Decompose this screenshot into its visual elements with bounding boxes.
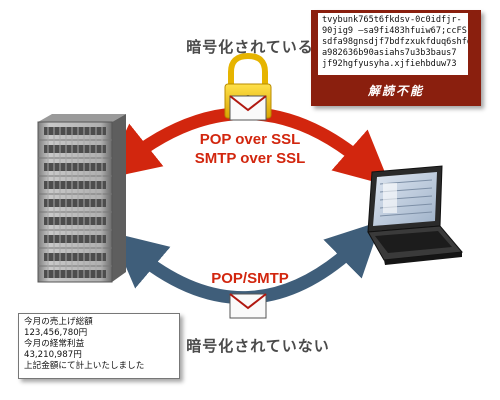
plaintext-line: 今月の経常利益 <box>24 339 85 349</box>
plaintext-line: 上記金額にて計上いたしました <box>24 361 145 371</box>
not-encrypted-label: 暗号化されていない <box>186 337 330 355</box>
plain-protocols-label: POP/SMTP <box>211 270 289 287</box>
plaintext-line: 123,456,780円 <box>24 328 88 338</box>
envelope-icon <box>229 293 267 319</box>
undecipherable-caption: 解読不能 <box>367 84 424 98</box>
secure-smtp-label: SMTP over SSL <box>194 150 306 167</box>
ciphertext-line: sdfa98gnsdjf7bdfzxukfduq6shfd <box>322 37 468 47</box>
ciphertext-line: jf92hgfyusyha.xjfiehbduw73 <box>322 59 457 69</box>
plain-connection-arrow <box>111 220 382 305</box>
server-rack-icon <box>37 114 126 283</box>
laptop-icon <box>367 165 463 265</box>
plaintext-panel <box>18 313 180 379</box>
ciphertext-line: tvybunk765t6fkdsv-0c0idfjr- <box>322 15 462 25</box>
envelope-icon <box>229 95 267 121</box>
ciphertext-line: 90jig9 –sa9fi483hfuiw67;ccFS <box>322 26 467 36</box>
secure-pop-label: POP over SSL <box>199 131 301 148</box>
plaintext-line: 43,210,987円 <box>24 350 82 360</box>
encrypted-label: 暗号化されている <box>186 38 314 56</box>
ciphertext-content: tvybunk765t6fkdsv-0c0idfjr-90jig9 –sa9fi… <box>318 13 468 75</box>
ciphertext-line: a982636b90asiahs7u3b3baus7 <box>322 48 457 58</box>
plaintext-line: 今月の売上げ総額 <box>24 317 93 327</box>
